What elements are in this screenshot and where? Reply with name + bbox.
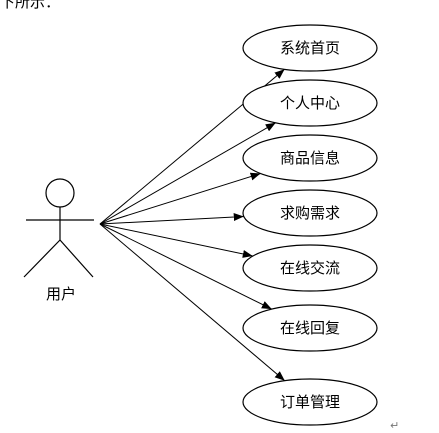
use-case-ellipse <box>242 244 378 292</box>
association-arrow <box>99 172 261 225</box>
use-case-ellipse <box>242 134 378 182</box>
use-case-label: 个人中心 <box>280 94 340 112</box>
use-case-node: 在线交流 <box>242 244 378 292</box>
use-case-label: 在线交流 <box>280 259 340 277</box>
actor-label: 用户 <box>46 285 76 303</box>
actor-left-leg <box>23 239 61 278</box>
use-case-node: 在线回复 <box>242 304 378 352</box>
use-case-ellipse <box>242 79 378 127</box>
actor-figure <box>23 178 94 278</box>
use-case-label: 求购需求 <box>280 204 340 222</box>
use-case-node: 系统首页 <box>242 24 378 72</box>
association-arrow <box>99 223 286 382</box>
use-case-node: 求购需求 <box>242 189 378 237</box>
association-arrow <box>99 122 276 225</box>
use-case-label: 订单管理 <box>280 393 340 411</box>
use-case-ellipse <box>242 24 378 72</box>
top-text-fragment: 下所示： <box>0 0 61 11</box>
use-case-label: 在线回复 <box>280 319 340 337</box>
use-case-node: 个人中心 <box>242 79 378 127</box>
use-case-ellipse <box>242 378 378 426</box>
use-case-label: 商品信息 <box>280 149 340 167</box>
use-case-ellipse <box>242 304 378 352</box>
association-arrow <box>99 223 253 258</box>
association-arrow <box>99 223 273 310</box>
actor-right-leg <box>59 239 94 278</box>
use-case-ellipse <box>242 189 378 237</box>
actor-head <box>45 178 75 208</box>
use-case-node: 订单管理 <box>242 378 378 426</box>
association-arrow <box>99 213 244 225</box>
use-case-label: 系统首页 <box>280 39 340 57</box>
use-case-node: 商品信息 <box>242 134 378 182</box>
paragraph-mark: ↵ <box>390 419 399 432</box>
